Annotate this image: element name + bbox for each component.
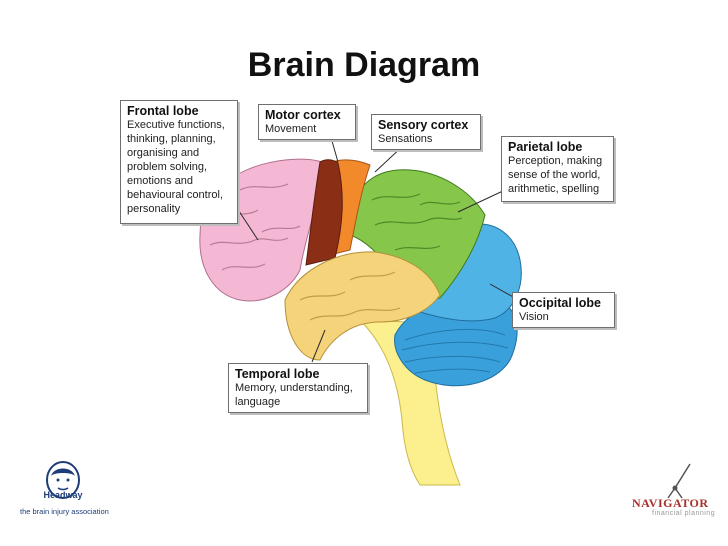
navigator-wordmark: NAVIGATOR: [632, 496, 709, 510]
sensory-cortex-callout: Sensory cortex Sensations: [371, 114, 481, 150]
occipital-lobe-description: Vision: [519, 311, 549, 323]
headway-logo: Headway: [43, 461, 83, 500]
page-title: Brain Diagram: [247, 46, 481, 84]
motor-cortex-callout: Motor cortex Movement: [258, 104, 356, 140]
temporal-lobe-callout: Temporal lobe Memory, understanding, lan…: [228, 363, 368, 413]
occipital-lobe-callout: Occipital lobe Vision: [512, 292, 615, 328]
frontal-lobe-description: Executive functions, thinking, planning,…: [127, 119, 225, 215]
motor-cortex-description: Movement: [265, 123, 317, 135]
headway-caption: the brain injury association: [20, 507, 109, 516]
frontal-lobe-title: Frontal lobe: [127, 104, 199, 118]
parietal-lobe-title: Parietal lobe: [508, 140, 583, 154]
motor-cortex-region: [305, 159, 343, 266]
svg-text:Headway: Headway: [43, 490, 82, 500]
parietal-lobe-callout: Parietal lobe Perception, making sense o…: [501, 136, 614, 202]
temporal-lobe-description: Memory, understanding, language: [235, 382, 353, 408]
temporal-lobe-title: Temporal lobe: [235, 367, 320, 381]
navigator-subtitle: financial planning: [652, 510, 716, 517]
frontal-lobe-callout: Frontal lobe Executive functions, thinki…: [120, 100, 238, 224]
occipital-lobe-title: Occipital lobe: [519, 296, 601, 310]
parietal-lobe-description: Perception, making sense of the world, a…: [508, 155, 603, 195]
motor-cortex-title: Motor cortex: [265, 108, 341, 122]
navigator-logo: [667, 463, 691, 499]
sensory-cortex-description: Sensations: [378, 133, 433, 145]
sensory-cortex-title: Sensory cortex: [378, 118, 469, 132]
